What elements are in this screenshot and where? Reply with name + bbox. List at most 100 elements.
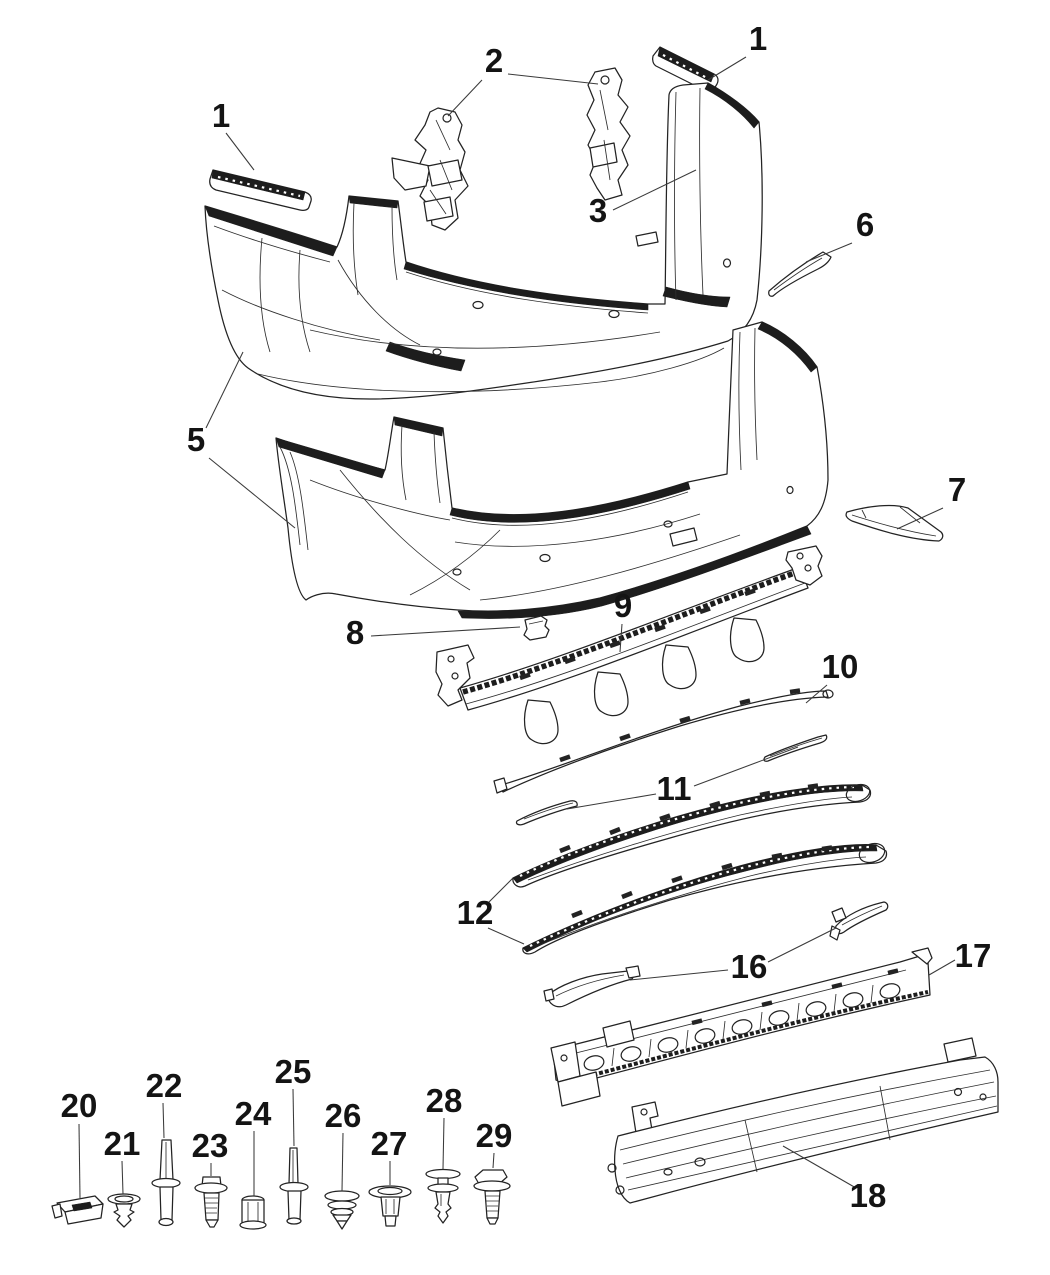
leader-16-a (629, 969, 729, 981)
bracket-hole (447, 655, 455, 663)
callout-21: 21 (104, 1125, 141, 1162)
fascia-hatch-left (204, 205, 338, 257)
rivet-upper (288, 1147, 299, 1185)
trim-seam (773, 257, 823, 291)
strip-hatch (657, 46, 715, 83)
clip-detail (528, 620, 544, 625)
retainer-cone1 (332, 1214, 352, 1222)
callout-labels: 1 2 1 3 5 6 7 8 9 10 11 12 16 17 18 20 2… (61, 20, 992, 1214)
leader-1-left (225, 132, 255, 171)
leader-2-b (507, 73, 599, 85)
rivet-mid-flange (427, 1183, 459, 1193)
rail-inner-line (465, 582, 806, 705)
bolt-washer-inner (377, 1186, 403, 1196)
pin-head-inner (114, 1195, 134, 1203)
retainer-disc2 (327, 1200, 357, 1210)
absorber-ribs (611, 984, 874, 1067)
leader-26 (341, 1132, 344, 1192)
pad-clips (559, 783, 819, 854)
part-trim-sliver-left (515, 800, 578, 826)
part-fastener-27-shoulder-bolt (368, 1185, 412, 1227)
rail-texture (462, 568, 801, 695)
strip-texture (662, 54, 710, 80)
callout-3: 3 (589, 192, 607, 229)
pad-clips (571, 845, 833, 919)
rivet-flange (151, 1177, 181, 1189)
leader-12-b (487, 927, 525, 945)
callout-9: 9 (614, 587, 632, 624)
rivet-foot (158, 1217, 174, 1227)
callout-1-right: 1 (749, 20, 767, 57)
callout-5: 5 (187, 421, 205, 458)
leader-1-right (707, 56, 747, 81)
absorber-flange (555, 969, 907, 1059)
fascia-hatch-right (704, 82, 760, 129)
bolt-shank (484, 1190, 501, 1219)
callout-25: 25 (275, 1053, 312, 1090)
leader-22 (162, 1102, 165, 1139)
part-energy-absorber (550, 947, 933, 1107)
fascia-tow-cover (669, 527, 698, 547)
part-fastener-25-rivet (279, 1147, 309, 1225)
part-fastener-29-hex-bolt (473, 1169, 511, 1225)
bracket-outline (586, 67, 631, 201)
retainer-tip (336, 1220, 348, 1230)
leader-29 (492, 1152, 495, 1169)
part-fastener-21-push-pin (107, 1193, 141, 1228)
leader-28 (442, 1117, 445, 1170)
rivet-body (287, 1190, 302, 1221)
retainer-disc1 (324, 1190, 360, 1202)
part-fastener-26-retainer (324, 1190, 360, 1230)
leader-25 (292, 1088, 295, 1147)
fascia-beam-stripe (403, 261, 649, 311)
callout-7: 7 (948, 471, 966, 508)
bolt-tip (205, 1219, 219, 1228)
rivet-upper (159, 1139, 174, 1181)
fascia-bottom-band (457, 525, 812, 619)
sliver-outline (515, 800, 578, 826)
bracket-detail (429, 119, 453, 215)
beam-right-tab (943, 1037, 977, 1063)
part-support-bracket-left (391, 107, 469, 231)
spacer-body (241, 1199, 265, 1224)
spacer-flange (239, 1220, 267, 1230)
leader-11-b (693, 746, 799, 787)
bracket-plate (589, 142, 618, 168)
fascia-contour-lines (279, 327, 758, 601)
pad-inner-line (527, 796, 853, 881)
bracket-hole (451, 672, 459, 680)
rivet-shank (434, 1191, 452, 1224)
fascia-beam-stripe (449, 481, 691, 523)
callout-10: 10 (822, 648, 859, 685)
bolt-washer (473, 1180, 511, 1192)
leader-16-b (767, 927, 837, 963)
callout-12: 12 (457, 894, 494, 931)
fascia-hatch-post-top (393, 416, 444, 437)
absorber-right-tab (911, 947, 933, 965)
bracket-detail (599, 89, 611, 181)
part-molding-strip-10 (493, 688, 834, 794)
leader-5-a (205, 351, 244, 429)
bolt-body (380, 1196, 401, 1217)
bracket-hole (442, 113, 452, 123)
callout-17: 17 (955, 937, 992, 974)
leader-10 (805, 684, 828, 704)
callout-2: 2 (485, 42, 503, 79)
callout-16: 16 (731, 948, 768, 985)
reflector-outline (834, 901, 889, 935)
part-fastener-28-push-rivet (425, 1168, 461, 1224)
strip-hatch (211, 169, 306, 201)
leader-17 (928, 959, 956, 976)
callout-8: 8 (346, 614, 364, 651)
pad-texture (529, 845, 873, 947)
part-valance-bracket (435, 545, 823, 745)
reflector-outline (547, 970, 634, 1008)
leader-2-a (447, 79, 483, 117)
molding-clips (559, 688, 801, 763)
clip-wing (51, 1203, 63, 1219)
part-fastener-23-bolt (194, 1176, 228, 1228)
fascia-top-clip (635, 231, 659, 247)
bracket-left-plate (435, 644, 475, 707)
part-fastener-22-rivet-long (151, 1139, 181, 1227)
